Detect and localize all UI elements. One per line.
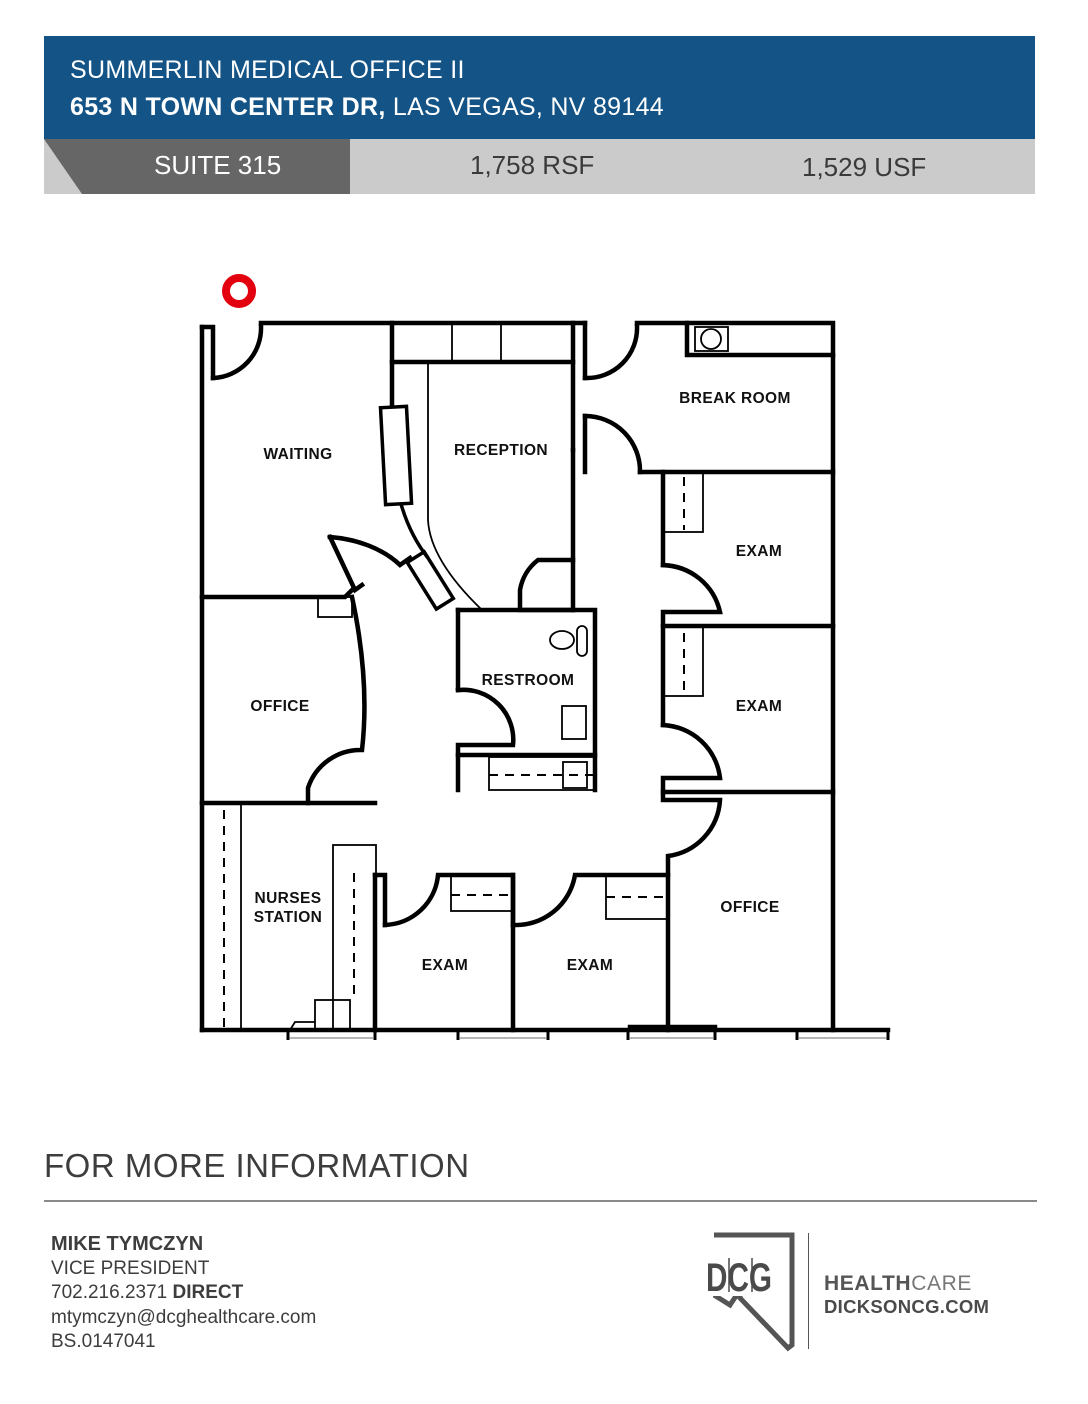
room-label-restroom: RESTROOM xyxy=(482,672,575,689)
room-label-nurses-station: STATION xyxy=(254,909,323,926)
room-label-exam: EXAM xyxy=(422,957,468,974)
stats-band: SUITE 315 1,758 RSF 1,529 USF xyxy=(44,139,1035,194)
rsf-value: 1,758 RSF xyxy=(470,150,595,180)
suite-number: SUITE 315 xyxy=(154,150,282,180)
building-name: SUMMERLIN MEDICAL OFFICE II xyxy=(70,56,465,84)
room-label-break-room: BREAK ROOM xyxy=(679,390,791,407)
floor-plan: WAITING RECEPTION BREAK ROOM EXAM EXAM O… xyxy=(199,274,891,1040)
contact-email[interactable]: mtymczyn@dcghealthcare.com xyxy=(51,1306,317,1328)
room-label-reception: RECEPTION xyxy=(454,442,548,459)
room-label-office: OFFICE xyxy=(250,698,309,715)
dcg-logo-icon: DCG xyxy=(702,1232,795,1352)
room-label-waiting: WAITING xyxy=(263,446,332,463)
contact-card: MIKE TYMCZYN VICE PRESIDENT 702.216.2371… xyxy=(51,1232,316,1355)
address: 653 N TOWN CENTER DR, LAS VEGAS, NV 8914… xyxy=(70,93,664,122)
brand-text: HEALTHCARE DICKSONCG.COM xyxy=(824,1272,989,1318)
contact-phone-label: DIRECT xyxy=(172,1282,244,1303)
street-address: 653 N TOWN CENTER DR, xyxy=(70,93,386,121)
contact-phone[interactable]: 702.216.2371 xyxy=(51,1282,168,1303)
usf-value: 1,529 USF xyxy=(802,152,927,182)
brand-url[interactable]: DICKSONCG.COM xyxy=(824,1296,990,1317)
contact-license: BS.0147041 xyxy=(51,1331,156,1352)
entrance-marker-icon xyxy=(222,274,256,308)
brand-bold: HEALTH xyxy=(824,1272,912,1295)
brand-light: CARE xyxy=(911,1272,972,1295)
logo-divider xyxy=(808,1233,809,1349)
room-label-exam: EXAM xyxy=(736,543,782,560)
header-band: SUMMERLIN MEDICAL OFFICE II 653 N TOWN C… xyxy=(44,36,1035,139)
info-heading: FOR MORE INFORMATION xyxy=(44,1147,470,1184)
room-label-office: OFFICE xyxy=(720,899,779,916)
city-state-zip: LAS VEGAS, NV 89144 xyxy=(392,93,664,121)
contact-name: MIKE TYMCZYN xyxy=(51,1233,204,1255)
contact-phone-line: 702.216.2371 DIRECT xyxy=(51,1281,316,1306)
room-label-nurses-station: NURSES xyxy=(255,890,322,907)
logo-mark: DCG xyxy=(706,1256,772,1300)
suite-tab xyxy=(44,139,350,194)
room-label-exam: EXAM xyxy=(736,698,782,715)
divider xyxy=(44,1200,1037,1202)
contact-title: VICE PRESIDENT xyxy=(51,1257,210,1279)
room-label-exam: EXAM xyxy=(567,957,613,974)
